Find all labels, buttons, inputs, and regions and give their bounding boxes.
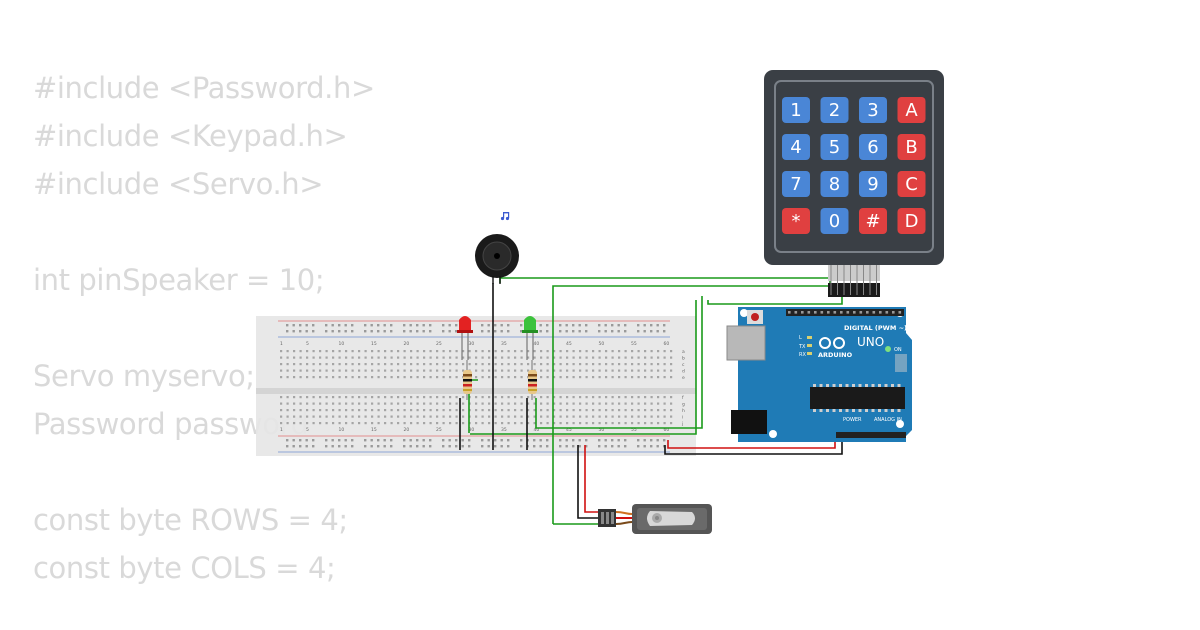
rx-label: RX [799,352,806,358]
keypad-key[interactable]: C [897,171,926,197]
keypad-key[interactable]: 8 [820,171,849,197]
keypad: 1 2 3 A 4 5 6 B 7 8 9 C * 0 # D [764,70,944,297]
svg-text:A: A [905,100,918,121]
green-led [522,316,538,360]
resistor-1 [463,360,472,400]
keypad-key[interactable]: B [897,134,926,160]
analog-label: ANALOG IN [874,417,902,423]
column-number: 45 [566,341,572,347]
resistor-2 [528,360,537,400]
breadboard: 1155101015152020252530303535404045455050… [256,316,696,456]
row-letter: b [682,356,685,362]
on-label: ON [894,347,902,353]
infinity-logo [819,337,845,349]
svg-text:5: 5 [829,137,840,158]
keypad-key[interactable]: 1 [782,97,810,123]
music-note-icon [500,212,510,221]
tx-label: TX [798,344,806,350]
uno-logo: UNO [857,335,884,349]
row-letter: j [681,421,683,427]
code-line: const byte COLS = 4; [33,551,336,585]
column-number: 35 [501,427,507,433]
column-number: 5 [306,427,309,433]
column-number: 5 [306,341,309,347]
row-letter: i [682,415,683,421]
column-number: 10 [339,427,345,433]
keypad-key[interactable]: 4 [782,134,810,160]
column-number: 50 [599,341,605,347]
column-number: 45 [566,427,572,433]
code-line: #include <Keypad.h> [33,119,348,153]
column-number: 20 [404,341,410,347]
keypad-key[interactable]: # [859,208,887,234]
row-letter: c [682,363,685,368]
svg-text:6: 6 [867,137,878,158]
digital-pins-label: DIGITAL (PWM ~) [844,324,907,332]
column-number: 40 [534,427,540,433]
column-number: 30 [469,427,475,433]
column-number: 35 [501,341,507,347]
row-letter: g [682,403,685,408]
column-number: 10 [339,341,345,347]
column-number: 15 [371,341,377,347]
svg-text:0: 0 [829,211,840,232]
svg-text:2: 2 [829,100,840,121]
code-snippet: #include <Password.h> #include <Keypad.h>… [33,66,375,594]
column-number: 40 [534,341,540,347]
svg-text:C: C [905,174,918,195]
svg-text:9: 9 [867,174,878,195]
keypad-key[interactable]: 6 [859,134,887,160]
code-line: Servo myservo; [33,359,255,393]
column-number: 20 [404,427,410,433]
arduino-brand: ARDUINO [818,351,853,359]
keypad-key[interactable]: 5 [820,134,849,160]
column-number: 1 [280,341,283,347]
row-letter: a [682,350,685,355]
svg-text:4: 4 [790,137,801,158]
piezo-buzzer [475,234,519,284]
row-letter: f [682,395,684,401]
power-label: POWER [843,417,862,423]
red-led [457,316,473,360]
column-number: 55 [631,341,637,347]
column-number: 60 [664,427,670,433]
svg-text:B: B [905,137,917,158]
keypad-key[interactable]: 7 [782,171,810,197]
svg-text:3: 3 [867,100,878,121]
column-number: 55 [631,427,637,433]
column-number: 25 [436,341,442,347]
column-number: 30 [469,341,475,347]
keypad-key[interactable]: 9 [859,171,887,197]
svg-text:7: 7 [790,174,801,195]
column-number: 50 [599,427,605,433]
arduino-uno: DIGITAL (PWM ~) TX RX L ON UNO ARDUINO P… [726,307,912,442]
svg-text:D: D [905,211,919,232]
keypad-key[interactable]: 2 [820,97,849,123]
svg-text:8: 8 [829,174,840,195]
keypad-key[interactable]: * [782,208,810,234]
l-led-label: L [799,335,802,341]
column-number: 25 [436,427,442,433]
code-line: int pinSpeaker = 10; [33,263,325,297]
column-number: 15 [371,427,377,433]
code-line: const byte ROWS = 4; [33,503,348,537]
keypad-key[interactable]: A [897,97,926,123]
row-letter: d [682,369,685,375]
wires-black [459,283,843,519]
servo-motor [598,504,712,534]
code-line: #include <Servo.h> [33,167,324,201]
svg-text:*: * [792,211,801,232]
row-letter: h [682,408,685,414]
svg-text:1: 1 [790,100,801,121]
column-number: 1 [280,427,283,433]
svg-text:#: # [865,211,880,232]
keypad-key[interactable]: D [897,208,926,234]
keypad-key[interactable]: 3 [859,97,887,123]
row-letter: e [682,376,685,381]
code-line: #include <Password.h> [33,71,375,105]
column-number: 60 [664,341,670,347]
keypad-key[interactable]: 0 [820,208,849,234]
